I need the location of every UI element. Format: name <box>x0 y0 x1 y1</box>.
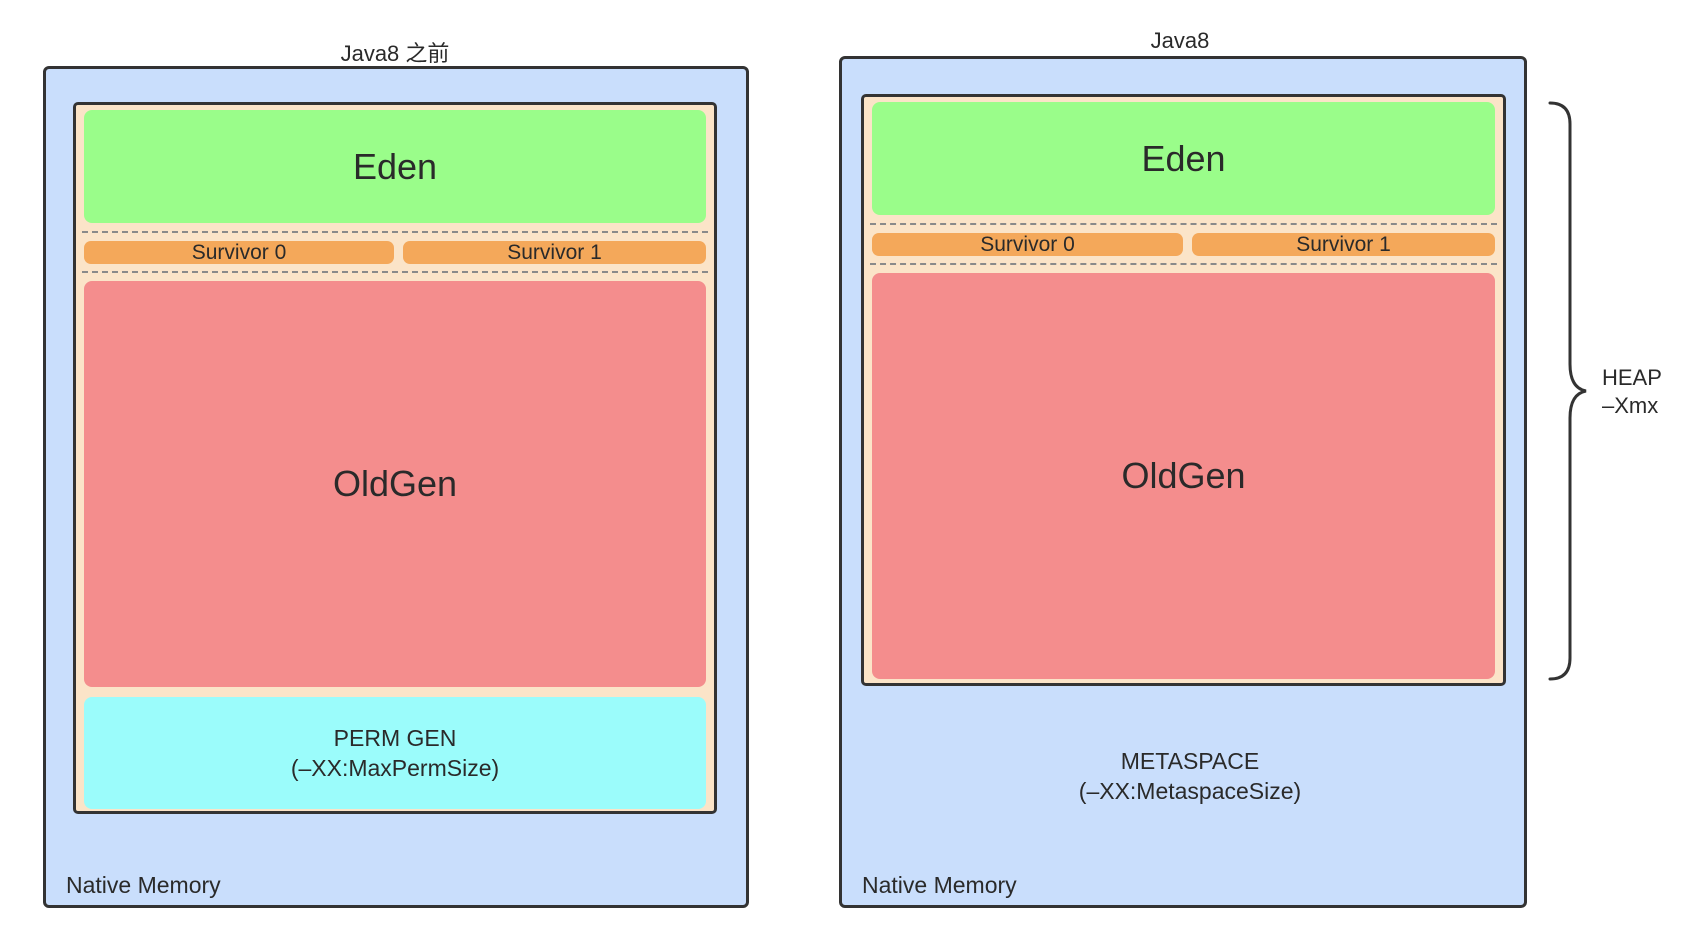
right-divider-top <box>870 223 1497 225</box>
right-divider-bottom <box>870 263 1497 265</box>
left-survivor-0: Survivor 0 <box>84 241 394 264</box>
left-title: Java8 之前 <box>340 41 450 66</box>
right-survivor-0: Survivor 0 <box>872 233 1183 256</box>
left-divider-bottom <box>82 271 708 273</box>
right-native-memory-label: Native Memory <box>862 872 1017 898</box>
left-survivor-1: Survivor 1 <box>403 241 706 264</box>
left-eden-block: Eden <box>84 110 706 223</box>
metaspace-title: METASPACE <box>1120 748 1260 774</box>
right-eden-block: Eden <box>872 102 1495 215</box>
left-heap-container: Eden Survivor 0 Survivor 1 OldGen PERM G… <box>73 102 717 814</box>
left-oldgen-block: OldGen <box>84 281 706 687</box>
left-permgen-block: PERM GEN (–XX:MaxPermSize) <box>84 697 706 809</box>
metaspace-label: METASPACE (–XX:MetaspaceSize) <box>1040 746 1340 806</box>
left-permgen-flag: (–XX:MaxPermSize) <box>290 755 500 781</box>
metaspace-flag: (–XX:MetaspaceSize) <box>1078 778 1302 804</box>
heap-label-flag: –Xmx <box>1602 393 1659 418</box>
right-heap-container: Eden Survivor 0 Survivor 1 OldGen <box>861 94 1506 686</box>
left-permgen-title: PERM GEN <box>333 725 457 751</box>
right-title: Java8 <box>1150 28 1210 53</box>
right-survivor-1: Survivor 1 <box>1192 233 1495 256</box>
left-divider-top <box>82 231 708 233</box>
right-oldgen-block: OldGen <box>872 273 1495 679</box>
heap-label-title: HEAP <box>1602 365 1662 390</box>
left-native-memory-label: Native Memory <box>66 872 221 898</box>
heap-label: HEAP –Xmx <box>1602 364 1662 420</box>
heap-brace-icon <box>1548 101 1587 681</box>
